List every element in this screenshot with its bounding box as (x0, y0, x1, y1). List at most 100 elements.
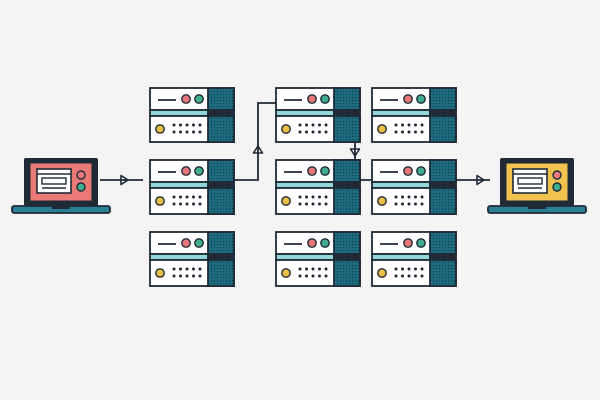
server-2-3[interactable] (275, 231, 361, 287)
server-1-2[interactable] (149, 159, 235, 215)
status-led-yellow (377, 124, 387, 134)
vent-dot (192, 274, 195, 278)
server-3-3[interactable] (371, 231, 457, 287)
status-led-yellow (155, 196, 165, 206)
vent-dot (298, 123, 302, 127)
vent-dot (192, 267, 195, 271)
vent-dot (394, 274, 398, 278)
vent-dot (401, 274, 404, 278)
arrow-head-icon (120, 174, 129, 186)
status-led-red (181, 94, 191, 104)
vent-dot (394, 195, 398, 199)
server-2-1[interactable] (275, 87, 361, 143)
vent-dot (401, 267, 404, 271)
vent-dot (311, 267, 315, 271)
vent-dot (420, 130, 424, 134)
status-led-yellow (281, 268, 291, 278)
server-1-3[interactable] (149, 231, 235, 287)
vent-dot (318, 267, 321, 271)
destination-laptop[interactable] (487, 158, 587, 214)
vent-dot (414, 267, 417, 271)
vent-dot (185, 267, 189, 271)
vent-dot (198, 267, 202, 271)
vent-dot (324, 267, 328, 271)
vent-dot (407, 130, 411, 134)
vent-dot (414, 202, 417, 206)
vent-dot (414, 274, 417, 278)
vent-dot (324, 202, 328, 206)
vent-dot (192, 130, 195, 134)
status-led-red (403, 238, 413, 248)
vent-dot (324, 274, 328, 278)
vent-dot (318, 202, 321, 206)
vent-dot (305, 267, 308, 271)
vent-dot (318, 130, 321, 134)
vent-dot (198, 274, 202, 278)
status-led-red (181, 238, 191, 248)
vent-dot (305, 130, 308, 134)
vent-dot (420, 123, 424, 127)
vent-dot (401, 123, 404, 127)
status-led-green (320, 238, 330, 248)
status-led-yellow (155, 124, 165, 134)
vent-dot (311, 195, 315, 199)
status-led-red (181, 166, 191, 176)
vent-dot (311, 274, 315, 278)
vent-dot (311, 130, 315, 134)
status-led-yellow (281, 124, 291, 134)
status-led-yellow (155, 268, 165, 278)
vent-dot (420, 202, 424, 206)
status-led-green (416, 94, 426, 104)
vent-dot (407, 195, 411, 199)
vent-dot (401, 130, 404, 134)
vent-dot (305, 195, 308, 199)
server-1-1[interactable] (149, 87, 235, 143)
server-3-1[interactable] (371, 87, 457, 143)
vent-dot (407, 123, 411, 127)
vent-dot (179, 123, 182, 127)
status-led-red (403, 94, 413, 104)
vent-dot (185, 274, 189, 278)
vent-dot (305, 202, 308, 206)
vent-dot (420, 274, 424, 278)
vent-dot (172, 195, 176, 199)
status-led-yellow (377, 196, 387, 206)
vent-dot (298, 202, 302, 206)
vent-dot (298, 195, 302, 199)
vent-dot (394, 202, 398, 206)
status-led-green (194, 94, 204, 104)
vent-dot (198, 123, 202, 127)
status-led-red (403, 166, 413, 176)
vent-dot (198, 202, 202, 206)
vent-dot (179, 130, 182, 134)
vent-dot (394, 267, 398, 271)
status-led-yellow (377, 268, 387, 278)
arrow-head-icon (476, 174, 485, 186)
vent-dot (407, 267, 411, 271)
vent-dot (185, 130, 189, 134)
vent-dot (298, 267, 302, 271)
vent-dot (407, 202, 411, 206)
status-led-red (307, 166, 317, 176)
vent-dot (420, 195, 424, 199)
vent-dot (414, 130, 417, 134)
client-laptop[interactable] (11, 158, 111, 214)
vent-dot (198, 130, 202, 134)
status-led-red (307, 94, 317, 104)
vent-dot (318, 123, 321, 127)
vent-dot (305, 123, 308, 127)
vent-dot (414, 123, 417, 127)
arrow-head-icon (349, 148, 361, 157)
vent-dot (185, 123, 189, 127)
arrow-head-icon (252, 145, 264, 154)
server-2-2[interactable] (275, 159, 361, 215)
status-led-green (416, 238, 426, 248)
vent-dot (311, 202, 315, 206)
vent-dot (407, 274, 411, 278)
vent-dot (185, 195, 189, 199)
vent-dot (192, 123, 195, 127)
server-3-2[interactable] (371, 159, 457, 215)
vent-dot (179, 267, 182, 271)
vent-dot (198, 195, 202, 199)
status-led-red (307, 238, 317, 248)
